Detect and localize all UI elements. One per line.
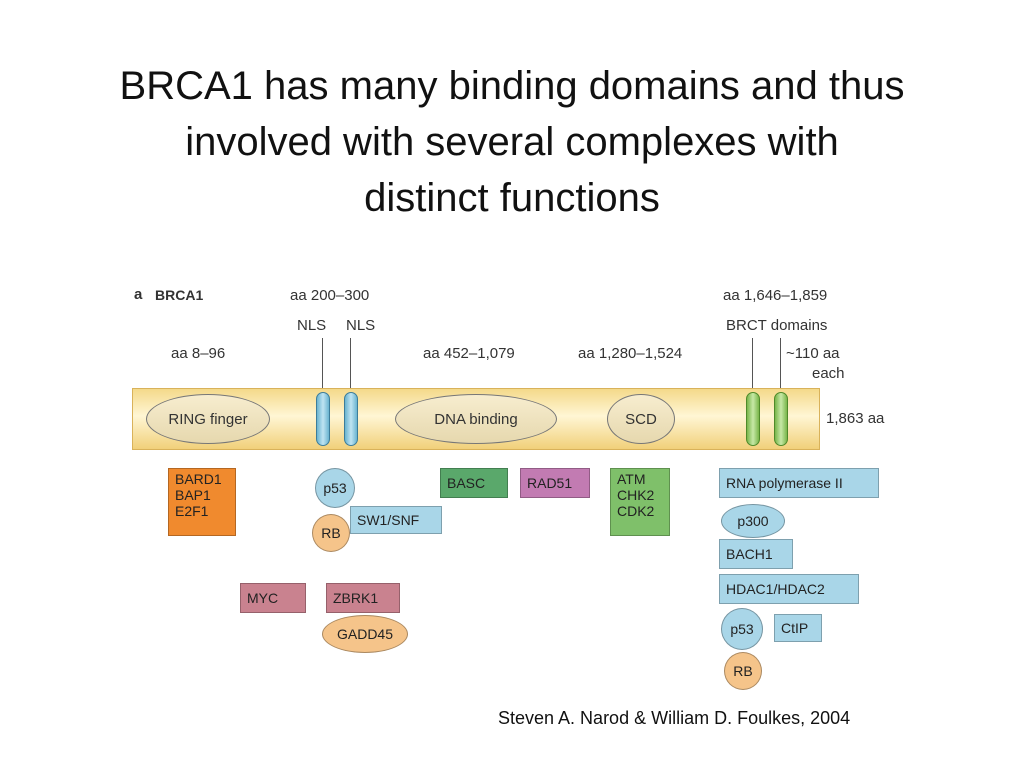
brct-size-label: ~110 aa (786, 345, 840, 362)
scd-domain: SCD (607, 394, 675, 444)
partner-rb-nls: RB (312, 514, 350, 552)
partner-swi-snf: SW1/SNF (350, 506, 442, 534)
title-line-3: distinct functions (364, 176, 660, 220)
brct-marker-1 (746, 392, 760, 446)
ring-range-label: aa 8–96 (171, 345, 226, 362)
partner-e2f1: E2F1 (175, 503, 209, 519)
partner-ctip: CtIP (774, 614, 822, 642)
brct-stem-1 (752, 338, 753, 394)
nls-label-1: NLS (297, 317, 327, 334)
partner-gadd45: GADD45 (322, 615, 408, 653)
brct-domains-label: BRCT domains (726, 317, 828, 334)
ring-partners-box: BARD1 BAP1 E2F1 (168, 468, 236, 536)
partner-myc: MYC (240, 583, 306, 613)
protein-length-label: 1,863 aa (826, 410, 885, 427)
nls-stem-1 (322, 338, 323, 394)
partner-rad51: RAD51 (520, 468, 590, 498)
partner-p53-brct: p53 (721, 608, 763, 650)
partner-atm: ATM (617, 471, 646, 487)
panel-letter: a (134, 286, 143, 303)
partner-chk2: CHK2 (617, 487, 655, 503)
scd-range-label: aa 1,280–1,524 (578, 345, 683, 362)
dna-range-label: aa 452–1,079 (423, 345, 515, 362)
citation: Steven A. Narod & William D. Foulkes, 20… (498, 708, 851, 728)
brct-stem-2 (780, 338, 781, 394)
brct-marker-2 (774, 392, 788, 446)
nls-label-2: NLS (346, 317, 376, 334)
partner-basc: BASC (440, 468, 508, 498)
scd-partners-box: ATM CHK2 CDK2 (610, 468, 670, 536)
partner-bach1: BACH1 (719, 539, 793, 569)
title-line-1: BRCA1 has many binding domains and thus (119, 64, 905, 108)
nls-range-label: aa 200–300 (290, 287, 370, 304)
partner-bap1: BAP1 (175, 487, 211, 503)
title-line-2: involved with several complexes with (185, 120, 839, 164)
partner-bard1: BARD1 (175, 471, 222, 487)
brct-range-label: aa 1,646–1,859 (723, 287, 828, 304)
partner-hdac1-hdac2: HDAC1/HDAC2 (719, 574, 859, 604)
partner-rb-brct: RB (724, 652, 762, 690)
partner-cdk2: CDK2 (617, 503, 655, 519)
nls-marker-2 (344, 392, 358, 446)
partner-zbrk1: ZBRK1 (326, 583, 400, 613)
dna-binding-domain: DNA binding (395, 394, 557, 444)
nls-marker-1 (316, 392, 330, 446)
protein-name: BRCA1 (155, 287, 204, 303)
brct-size-label-each: each (812, 365, 845, 382)
partner-p300: p300 (721, 504, 785, 538)
slide-title: BRCA1 has many binding domains and thus … (40, 58, 984, 226)
partner-p53-nls: p53 (315, 468, 355, 508)
ring-finger-domain: RING finger (146, 394, 270, 444)
partner-rna-polymerase-ii: RNA polymerase II (719, 468, 879, 498)
nls-stem-2 (350, 338, 351, 394)
